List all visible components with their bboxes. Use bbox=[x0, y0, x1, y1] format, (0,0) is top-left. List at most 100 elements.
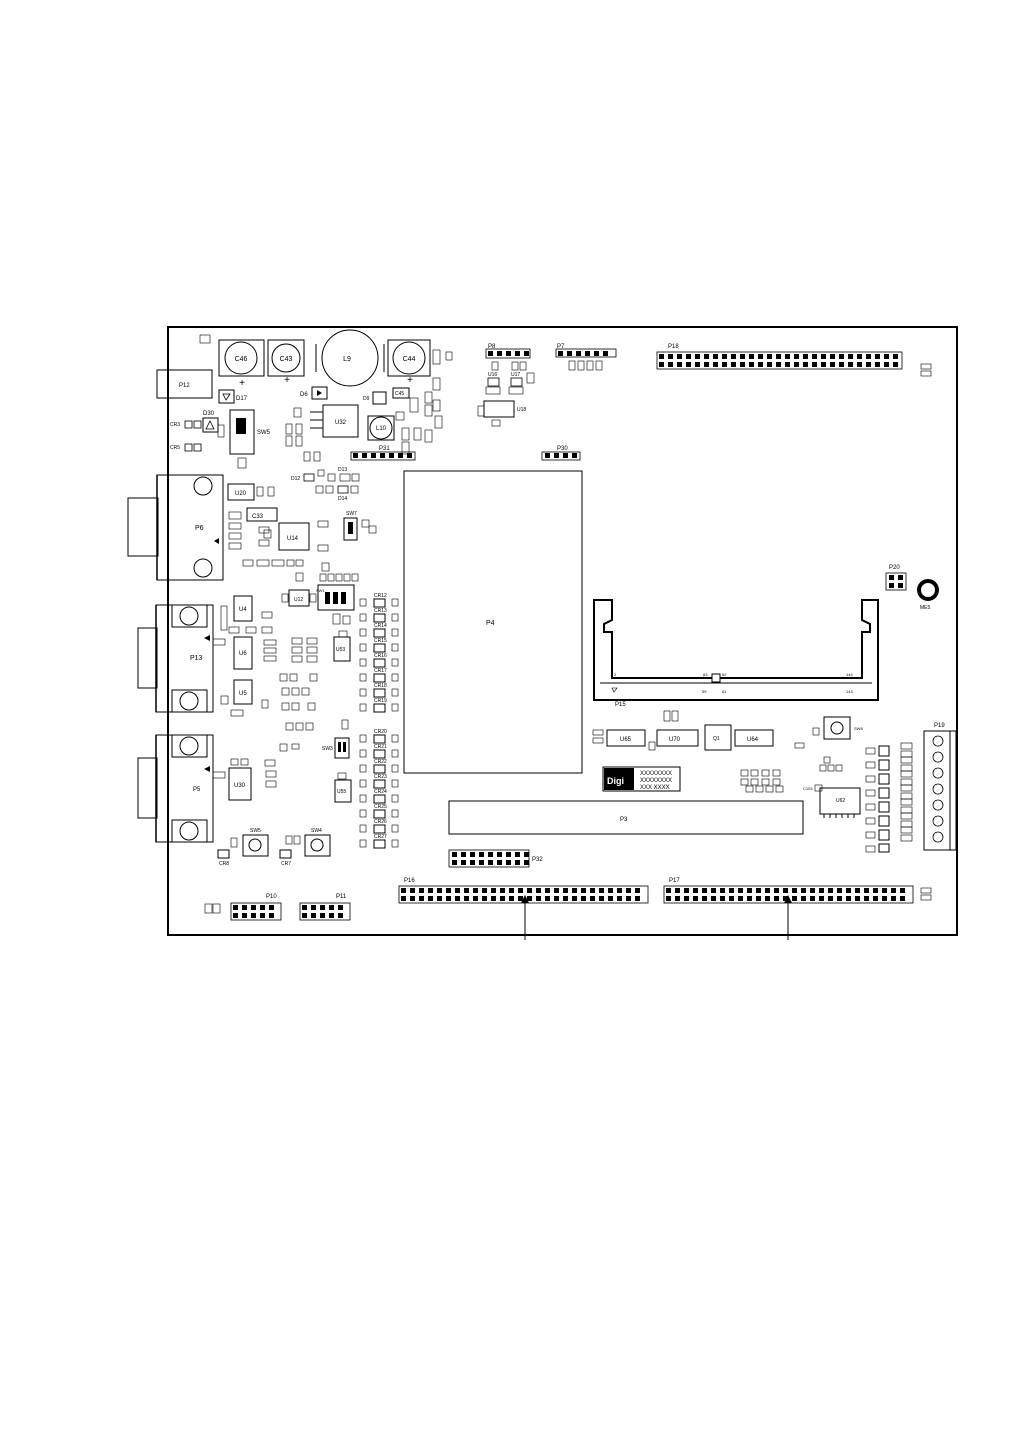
smd-part bbox=[434, 415, 443, 429]
smd-part bbox=[212, 771, 226, 779]
chip-u12: U12 bbox=[288, 589, 310, 607]
smd-part bbox=[295, 572, 304, 582]
header-pins bbox=[659, 354, 898, 367]
smd-part bbox=[343, 573, 351, 582]
smd-part bbox=[432, 399, 441, 412]
smd-part bbox=[823, 756, 831, 764]
smd-part bbox=[263, 529, 272, 539]
smd-part bbox=[230, 837, 238, 848]
smd-part bbox=[301, 687, 310, 696]
module-p4: P4 bbox=[403, 470, 583, 774]
smd-part bbox=[920, 894, 932, 901]
header-p32: P32 bbox=[448, 849, 543, 868]
smd-part bbox=[332, 613, 341, 625]
p32-label: P32 bbox=[532, 857, 543, 863]
smd-part bbox=[341, 719, 349, 730]
header-p7: P7 bbox=[555, 344, 617, 371]
u32-label: U32 bbox=[335, 420, 347, 426]
p4-label: P4 bbox=[486, 620, 495, 627]
capacitor-c33: C33 bbox=[246, 507, 278, 522]
cr12-label: CR12 bbox=[374, 593, 387, 599]
header-pins bbox=[353, 453, 412, 458]
cr19-label: CR19 bbox=[374, 698, 387, 704]
cr13-label: CR13 bbox=[374, 608, 387, 614]
chip-u14: U14 bbox=[278, 522, 310, 551]
cr24-label: CR24 bbox=[374, 789, 387, 795]
smd-part bbox=[285, 435, 293, 447]
c45-label: C45 bbox=[395, 391, 404, 397]
smd-part bbox=[368, 525, 377, 534]
smd-part bbox=[327, 573, 335, 582]
u55-label: U55 bbox=[337, 789, 346, 795]
sw4-label: SW4 bbox=[311, 828, 322, 834]
smd-part bbox=[424, 429, 433, 443]
smd-part bbox=[313, 451, 321, 462]
p11-label: P11 bbox=[336, 894, 347, 900]
smd-part bbox=[285, 423, 293, 435]
u64-label: U64 bbox=[747, 737, 759, 743]
sw7-label: SW7 bbox=[346, 511, 357, 517]
digi-line-2: XXXXXXXX bbox=[640, 778, 672, 784]
p8-label: P8 bbox=[488, 344, 496, 350]
smd-part bbox=[648, 741, 656, 751]
smd-part bbox=[285, 835, 293, 845]
cr26-label: CR26 bbox=[374, 819, 387, 825]
smd-part bbox=[265, 780, 277, 788]
smd-part bbox=[289, 673, 298, 682]
cr20-label: CR20 bbox=[374, 729, 387, 735]
smd-part bbox=[309, 593, 317, 603]
smd-part bbox=[445, 351, 453, 361]
p12-label: P12 bbox=[179, 383, 190, 389]
p16-label: P16 bbox=[404, 878, 415, 884]
header-pins bbox=[666, 888, 905, 901]
connector-p6: P6 bbox=[127, 474, 224, 581]
smd-part bbox=[321, 562, 330, 572]
sw3-label: SW3 bbox=[322, 746, 333, 752]
chip-u70: U70 bbox=[656, 729, 699, 747]
chip-u6: U6 bbox=[233, 636, 253, 670]
u17-label: U17 bbox=[511, 372, 520, 378]
smd-part bbox=[217, 424, 225, 438]
chip-u5: U5 bbox=[233, 679, 253, 705]
u14-label: U14 bbox=[287, 536, 299, 542]
smd-part bbox=[220, 605, 228, 631]
u12-label: U12 bbox=[294, 597, 303, 603]
switch-sw3: SW3 bbox=[322, 737, 350, 759]
smd-part bbox=[401, 427, 410, 441]
c43-polarity: + bbox=[284, 375, 290, 386]
smd-part bbox=[230, 758, 239, 766]
smd-part bbox=[281, 702, 290, 711]
d12-label: D12 bbox=[291, 476, 300, 482]
button-sw8: SW8 bbox=[823, 716, 863, 740]
smd-part bbox=[295, 559, 304, 567]
header-p8: P8 bbox=[485, 344, 531, 359]
chip-u17: U17 bbox=[508, 372, 524, 395]
u4-label: U4 bbox=[239, 607, 247, 613]
led-cr7 bbox=[279, 849, 292, 859]
q1-label: Q1 bbox=[713, 736, 720, 742]
u6-label: U6 bbox=[239, 651, 247, 657]
d6-label: D6 bbox=[300, 392, 308, 398]
capacitor-c44: C44 + bbox=[387, 339, 431, 386]
mounting-hole-me5: ME5 bbox=[917, 579, 939, 611]
smd-part bbox=[511, 361, 519, 371]
smd-part bbox=[295, 722, 304, 731]
smd-part bbox=[317, 544, 329, 552]
l9-label: L9 bbox=[343, 356, 351, 363]
smd-part bbox=[245, 626, 257, 634]
capacitor-c46: C46 + bbox=[218, 339, 265, 389]
smd-part bbox=[265, 770, 277, 778]
header-pins bbox=[401, 888, 640, 901]
smd-part bbox=[263, 655, 277, 662]
header-p30: P30 bbox=[541, 446, 581, 461]
smd-part bbox=[204, 903, 213, 914]
p13-label: P13 bbox=[190, 655, 203, 662]
led-column-lower: CR20 CR21 CR22 CR23 CR24 CR25 CR26 CR27 bbox=[359, 729, 399, 849]
chip-u30: U30 bbox=[228, 767, 252, 801]
chip-u62: U62 bbox=[819, 787, 861, 818]
smd-part bbox=[228, 511, 242, 520]
cr18-label: CR18 bbox=[374, 683, 387, 689]
smd-part bbox=[920, 370, 932, 377]
smd-part bbox=[263, 639, 277, 646]
smd-part bbox=[819, 764, 827, 772]
